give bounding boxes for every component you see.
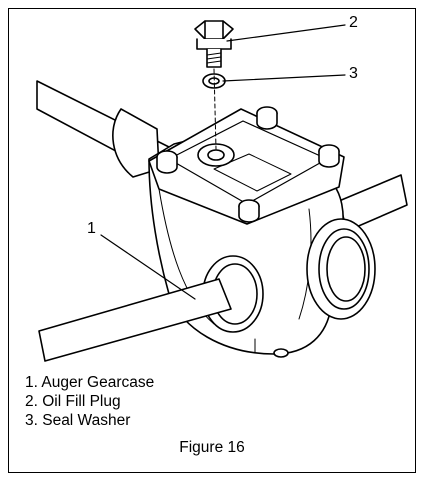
assembly-line	[213, 68, 217, 150]
legend-item-auger-gearcase: 1. Auger Gearcase	[25, 374, 155, 391]
figure-caption: Figure 16	[179, 439, 245, 456]
callout-1: 1	[87, 220, 96, 237]
cover-bolts	[156, 106, 340, 223]
tube-left	[112, 108, 160, 178]
leader-1	[100, 234, 196, 300]
fill-port-outer	[197, 143, 235, 167]
leader-2	[226, 24, 346, 42]
callout-3: 3	[349, 65, 358, 82]
figure-frame: 1 2 3 1. Auger Gearcase 2. Oil Fill Plug…	[8, 8, 416, 473]
callout-2: 2	[349, 14, 358, 31]
shaft-lower-left	[38, 278, 232, 362]
fill-port-inner	[207, 149, 225, 161]
gearcase-cover	[148, 108, 345, 225]
legend-item-seal-washer: 3. Seal Washer	[25, 412, 131, 429]
parts-legend: 1. Auger Gearcase 2. Oil Fill Plug 3. Se…	[25, 373, 154, 430]
oil-fill-plug	[194, 20, 234, 68]
gearcase-illustration	[36, 20, 408, 362]
leader-3	[222, 74, 346, 82]
legend-item-oil-fill-plug: 2. Oil Fill Plug	[25, 393, 121, 410]
